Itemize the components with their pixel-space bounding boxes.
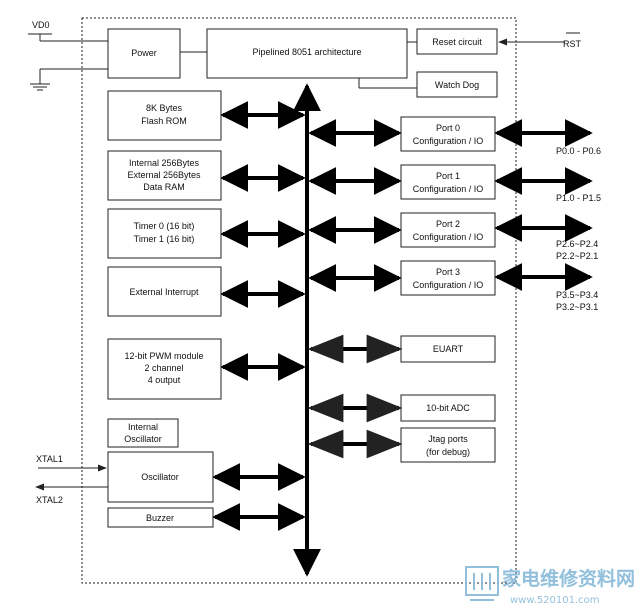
port3-pins-label-1: P3.5~P3.4: [556, 290, 598, 300]
port2-block: Port 2 Configuration / IO: [400, 212, 496, 248]
port2-pins-label-2: P2.2~P2.1: [556, 251, 598, 261]
port1-pins-label: P1.0 - P1.5: [556, 193, 601, 203]
data-ram-block: Internal 256Bytes External 256Bytes Data…: [107, 150, 222, 201]
port1-block: Port 1 Configuration / IO: [400, 164, 496, 200]
port0-label-1: Port 0: [436, 123, 460, 133]
timer-label-1: Timer 0 (16 bit): [134, 221, 195, 231]
port3-pins-label-2: P3.2~P3.1: [556, 302, 598, 312]
reset-circuit-block: Reset circuit: [416, 28, 498, 55]
port-pin-arrows: [494, 119, 593, 291]
pwm-label-2: 2 channel: [144, 363, 183, 373]
port0-label-2: Configuration / IO: [413, 136, 484, 146]
internal-oscillator-label-2: Oscillator: [124, 434, 162, 444]
port1-label-1: Port 1: [436, 171, 460, 181]
port2-label-1: Port 2: [436, 219, 460, 229]
jtag-label-1: Jtag ports: [428, 434, 468, 444]
watchdog-block: Watch Dog: [416, 71, 498, 98]
adc-label: 10-bit ADC: [426, 403, 470, 413]
oscillator-label: Oscillator: [141, 472, 179, 482]
chip-boundary: [81, 17, 517, 584]
external-interrupt-label: External Interrupt: [129, 287, 199, 297]
port3-label-2: Configuration / IO: [413, 280, 484, 290]
timer-block: Timer 0 (16 bit) Timer 1 (16 bit): [107, 208, 222, 259]
port3-label-1: Port 3: [436, 267, 460, 277]
buzzer-label: Buzzer: [146, 513, 174, 523]
vdd-label: VD0: [32, 20, 50, 30]
port2-pins-label-1: P2.6~P2.4: [556, 239, 598, 249]
reset-wiring: [358, 32, 580, 89]
cpu-label: Pipelined 8051 architecture: [252, 47, 361, 57]
port2-label-2: Configuration / IO: [413, 232, 484, 242]
port1-label-2: Configuration / IO: [413, 184, 484, 194]
rst-label: RST: [563, 39, 582, 49]
port3-block: Port 3 Configuration / IO: [400, 260, 496, 296]
data-ram-label-1: Internal 256Bytes: [129, 158, 200, 168]
oscillator-block: Oscillator: [107, 451, 214, 503]
watermark: 家电维修资料网 www.520101.com: [465, 566, 635, 606]
xtal2-label: XTAL2: [36, 495, 63, 505]
port0-block: Port 0 Configuration / IO: [400, 116, 496, 152]
euart-label: EUART: [433, 344, 464, 354]
watermark-title: 家电维修资料网: [502, 567, 635, 590]
adc-block: 10-bit ADC: [400, 394, 496, 422]
power-wiring: [28, 33, 207, 91]
watermark-logo-icon: [465, 566, 499, 601]
watermark-url: www.520101.com: [510, 595, 600, 606]
data-ram-label-3: Data RAM: [143, 182, 185, 192]
cpu-block: Pipelined 8051 architecture: [206, 28, 408, 79]
power-block: Power: [107, 28, 181, 79]
flash-rom-label-2: Flash ROM: [141, 116, 187, 126]
flash-rom-block: 8K Bytes Flash ROM: [107, 90, 222, 141]
xtal1-label: XTAL1: [36, 454, 63, 464]
xtal-wiring: [35, 464, 108, 491]
internal-oscillator-block: Internal Oscillator: [107, 418, 179, 448]
jtag-label-2: (for debug): [426, 447, 470, 457]
euart-block: EUART: [400, 335, 496, 363]
pwm-label-3: 4 output: [148, 375, 181, 385]
data-ram-label-2: External 256Bytes: [127, 170, 201, 180]
port0-pins-label: P0.0 - P0.6: [556, 146, 601, 156]
flash-rom-label-1: 8K Bytes: [146, 103, 183, 113]
bus-connectors: [212, 101, 403, 531]
watchdog-label: Watch Dog: [435, 80, 479, 90]
jtag-block: Jtag ports (for debug): [400, 427, 496, 463]
power-label: Power: [131, 48, 157, 58]
internal-oscillator-label-1: Internal: [128, 422, 158, 432]
pwm-label-1: 12-bit PWM module: [124, 351, 203, 361]
buzzer-block: Buzzer: [107, 507, 214, 528]
reset-circuit-label: Reset circuit: [432, 37, 482, 47]
pwm-block: 12-bit PWM module 2 channel 4 output: [107, 338, 222, 400]
timer-label-2: Timer 1 (16 bit): [134, 234, 195, 244]
external-interrupt-block: External Interrupt: [107, 266, 222, 317]
